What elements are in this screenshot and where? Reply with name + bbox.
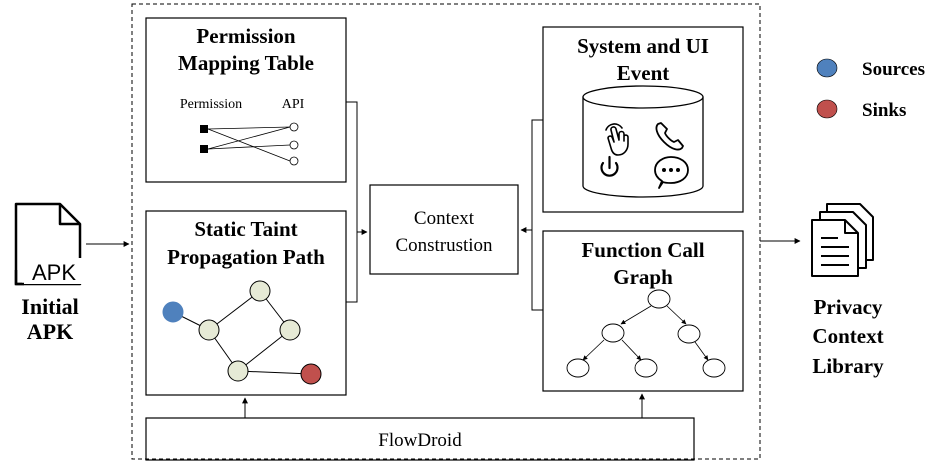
graph-node [227,360,249,382]
initial-apk-caption-line1: Initial [21,294,78,319]
legend-sinks-marker [816,99,838,119]
flowdroid-box [145,417,695,461]
context-construction-box [369,184,519,275]
call-graph-node [601,323,625,343]
taint-path-title-line2: Propagation Path [167,245,325,269]
library-caption-line2: Context [812,324,883,348]
phone-call-icon [655,122,684,151]
taint-propagation-graph [162,280,322,385]
permission-mapping-table-box [145,17,347,183]
legend-sources-label: Sources [862,59,925,80]
permission-column-label: Permission [180,97,242,112]
permission-api-mapping-icon [200,122,299,166]
context-construction-line2: Construstion [395,235,493,256]
graph-node [198,319,220,341]
function-call-graph-box [542,230,744,392]
graph-node [279,319,301,341]
right-to-context-connector [520,119,543,311]
call-graph-node [566,358,590,378]
events-title-line2: Event [617,61,670,85]
events-title-line1: System and UI [577,34,709,58]
flowdroid-label: FlowDroid [378,430,462,451]
call-graph-title-line1: Function Call [581,238,704,262]
call-graph-node [702,358,726,378]
call-graph-node [647,289,671,309]
pipeline-container [131,3,761,460]
initial-apk-caption-line2: APK [27,319,73,344]
api-column-label: API [282,97,305,112]
apk-file-label: APK [32,260,76,285]
legend: Sources Sinks [816,58,925,121]
chat-message-icon [654,156,689,189]
legend-sources-marker [816,58,838,78]
call-graph-node [677,324,701,344]
static-taint-propagation-path-box [145,210,347,396]
library-caption-line1: Privacy [814,295,883,319]
library-caption-line3: Library [812,354,884,378]
graph-node [249,280,271,302]
call-graph-node [634,358,658,378]
call-graph-title-line2: Graph [613,265,673,289]
initial-apk-file-icon: APK [14,202,82,286]
left-to-context-connector [346,101,368,303]
source-node [162,301,184,323]
context-construction-line1: Context [414,208,475,229]
touch-gesture-icon [605,123,629,156]
event-database-icon [582,85,704,198]
system-ui-event-box [542,26,744,213]
call-graph-tree [566,289,726,378]
legend-sinks-label: Sinks [862,100,906,121]
document-stack-icon [811,203,874,277]
permission-table-title-line1: Permission [196,24,295,48]
permission-table-title-line2: Mapping Table [178,51,314,75]
sink-node [300,363,322,385]
power-button-icon [600,155,619,177]
taint-path-title-line1: Static Taint [194,217,297,241]
